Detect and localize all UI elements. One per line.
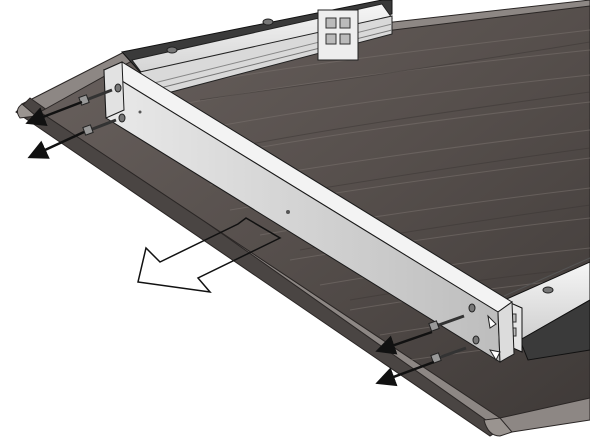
screw-left-upper	[85, 88, 113, 102]
screw-right-lower	[437, 346, 467, 360]
screw-pair-right	[428, 314, 467, 364]
arrow-right-upper	[375, 330, 433, 355]
arrow-left-upper	[25, 100, 83, 126]
aluminium-cross-rail	[102, 61, 515, 363]
screw-left-lower	[89, 118, 117, 132]
arrow-right-lower	[375, 360, 435, 387]
removal-arrows	[25, 100, 435, 387]
arrow-left-lower	[27, 130, 85, 159]
pull-out-arrow	[137, 217, 282, 294]
screw-right-upper	[435, 314, 465, 328]
far-rail	[121, 0, 393, 97]
table-corner-bottom	[483, 417, 513, 437]
